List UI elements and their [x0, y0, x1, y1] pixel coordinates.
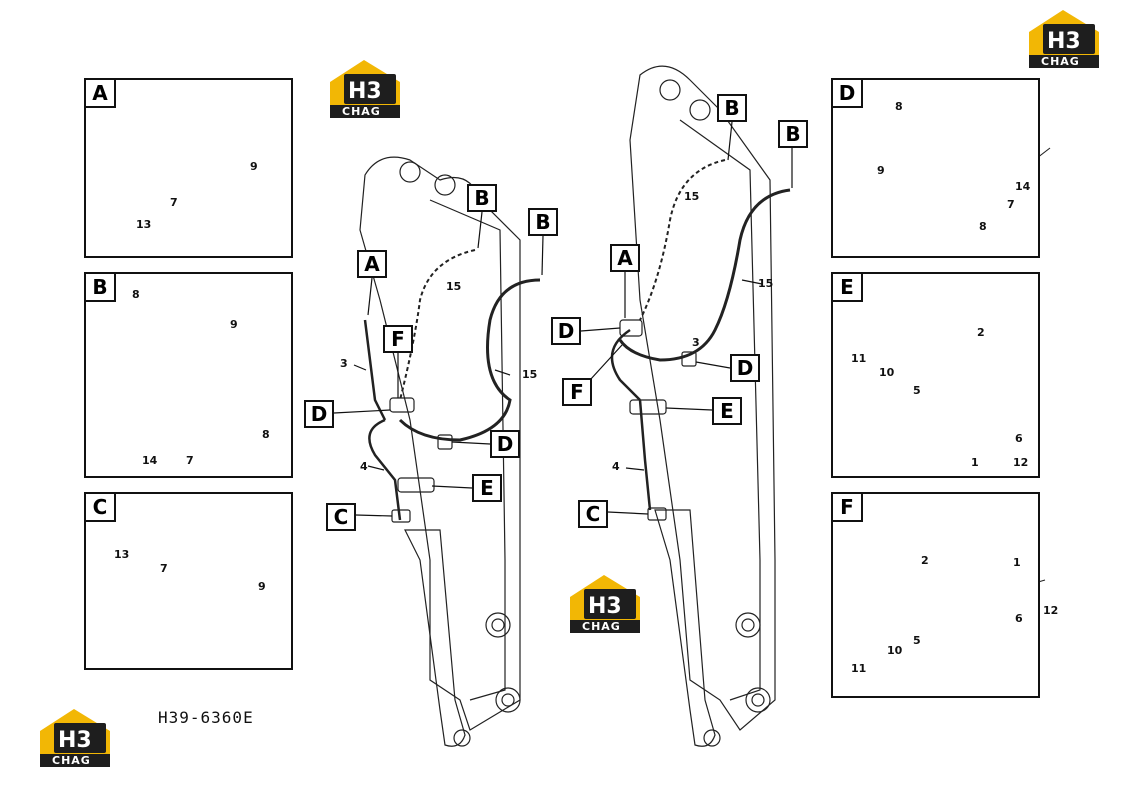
detail-panel-c: C 13 7 9 [84, 492, 293, 670]
callout-e: E [472, 474, 502, 502]
detail-panel-d: D 8 9 14 7 8 [831, 78, 1040, 258]
part-label: 2 [921, 554, 929, 567]
part-label: 5 [913, 634, 921, 647]
part-label: 9 [230, 318, 238, 331]
right-cylinder [654, 509, 716, 747]
logo-caption: CHAG [582, 620, 621, 633]
callout-b: B [717, 94, 747, 122]
part-label: 9 [250, 160, 258, 173]
brand-logo: H3 CHAG [330, 60, 400, 118]
logo-glyph: H3 [1047, 29, 1081, 54]
part-label: 1 [1013, 556, 1021, 569]
panel-letter: D [833, 80, 863, 108]
part-label: 7 [1007, 198, 1015, 211]
callout-d: D [304, 400, 334, 428]
callout-c: C [578, 500, 608, 528]
callout-f: F [562, 378, 592, 406]
logo-caption: CHAG [1041, 55, 1080, 68]
logo-caption: CHAG [342, 105, 381, 118]
part-label: 9 [258, 580, 266, 593]
part-label: 4 [612, 460, 620, 473]
detail-panel-a: A 9 7 13 [84, 78, 293, 258]
callout-d: D [551, 317, 581, 345]
part-label: 5 [913, 384, 921, 397]
left-tube-3 [363, 319, 387, 421]
right-arm-outline [629, 65, 776, 731]
part-label: 6 [1015, 612, 1023, 625]
logo-glyph: H3 [348, 79, 382, 104]
document-code: H39-6360E [158, 708, 254, 727]
callout-a: A [357, 250, 387, 278]
panel-letter: B [86, 274, 116, 302]
part-label: 14 [1015, 180, 1031, 193]
part-label: 3 [340, 357, 348, 370]
part-label: 10 [887, 644, 903, 657]
part-label: 15 [522, 368, 538, 381]
brand-logo: H3 CHAG [570, 575, 640, 633]
right-arm-inner [679, 119, 761, 701]
panel-letter: C [86, 494, 116, 522]
callout-d: D [730, 354, 760, 382]
callout-f: F [383, 325, 413, 353]
callout-b: B [467, 184, 497, 212]
logo-caption: CHAG [52, 754, 91, 767]
part-label: 8 [132, 288, 140, 301]
part-label: 1 [971, 456, 979, 469]
callout-e: E [712, 397, 742, 425]
part-label: 15 [758, 277, 774, 290]
panel-letter: A [86, 80, 116, 108]
right-hose-15-hidden [639, 159, 726, 321]
part-label: 11 [851, 352, 867, 365]
part-label: 7 [160, 562, 168, 575]
left-arm-inner [429, 199, 506, 701]
callout-d: D [490, 430, 520, 458]
part-label: 7 [170, 196, 178, 209]
part-label: 8 [895, 100, 903, 113]
panel-letter: E [833, 274, 863, 302]
left-cylinder [404, 529, 466, 747]
part-label: 2 [977, 326, 985, 339]
callout-b: B [778, 120, 808, 148]
part-label: 3 [692, 336, 700, 349]
part-label: 14 [142, 454, 158, 467]
logo-glyph: H3 [588, 594, 622, 619]
part-label: 7 [186, 454, 194, 467]
part-label: 15 [684, 190, 700, 203]
logo-glyph: H3 [58, 728, 92, 753]
panel-letter: F [833, 494, 863, 522]
part-label: 10 [879, 366, 895, 379]
detail-panel-f: F 2 1 6 12 5 10 11 [831, 492, 1058, 698]
part-label: 12 [1043, 604, 1059, 617]
brand-logo: H3 CHAG [1029, 10, 1099, 68]
left-arm-outline [359, 156, 521, 731]
part-label: 9 [877, 164, 885, 177]
part-label: 6 [1015, 432, 1023, 445]
part-label: 4 [360, 460, 368, 473]
detail-panel-e: E 2 11 10 5 6 1 12 [831, 272, 1040, 478]
part-label: 8 [262, 428, 270, 441]
left-tube-4 [368, 418, 402, 521]
part-label: 13 [136, 218, 152, 231]
detail-panel-b: B 8 9 8 14 7 [84, 272, 293, 478]
part-label: 11 [851, 662, 867, 675]
right-tube-3 [610, 328, 641, 401]
brand-logo: H3 CHAG [40, 709, 110, 767]
part-label: 12 [1013, 456, 1029, 469]
left-hose-15 [398, 278, 541, 442]
callout-a: A [610, 244, 640, 272]
callout-b: B [528, 208, 558, 236]
part-label: 15 [446, 280, 462, 293]
part-label: 8 [979, 220, 987, 233]
left-hose-15-hidden [399, 249, 476, 401]
part-label: 13 [114, 548, 130, 561]
right-hose-15 [618, 188, 791, 362]
right-tube-4 [638, 399, 652, 511]
callout-c: C [326, 503, 356, 531]
